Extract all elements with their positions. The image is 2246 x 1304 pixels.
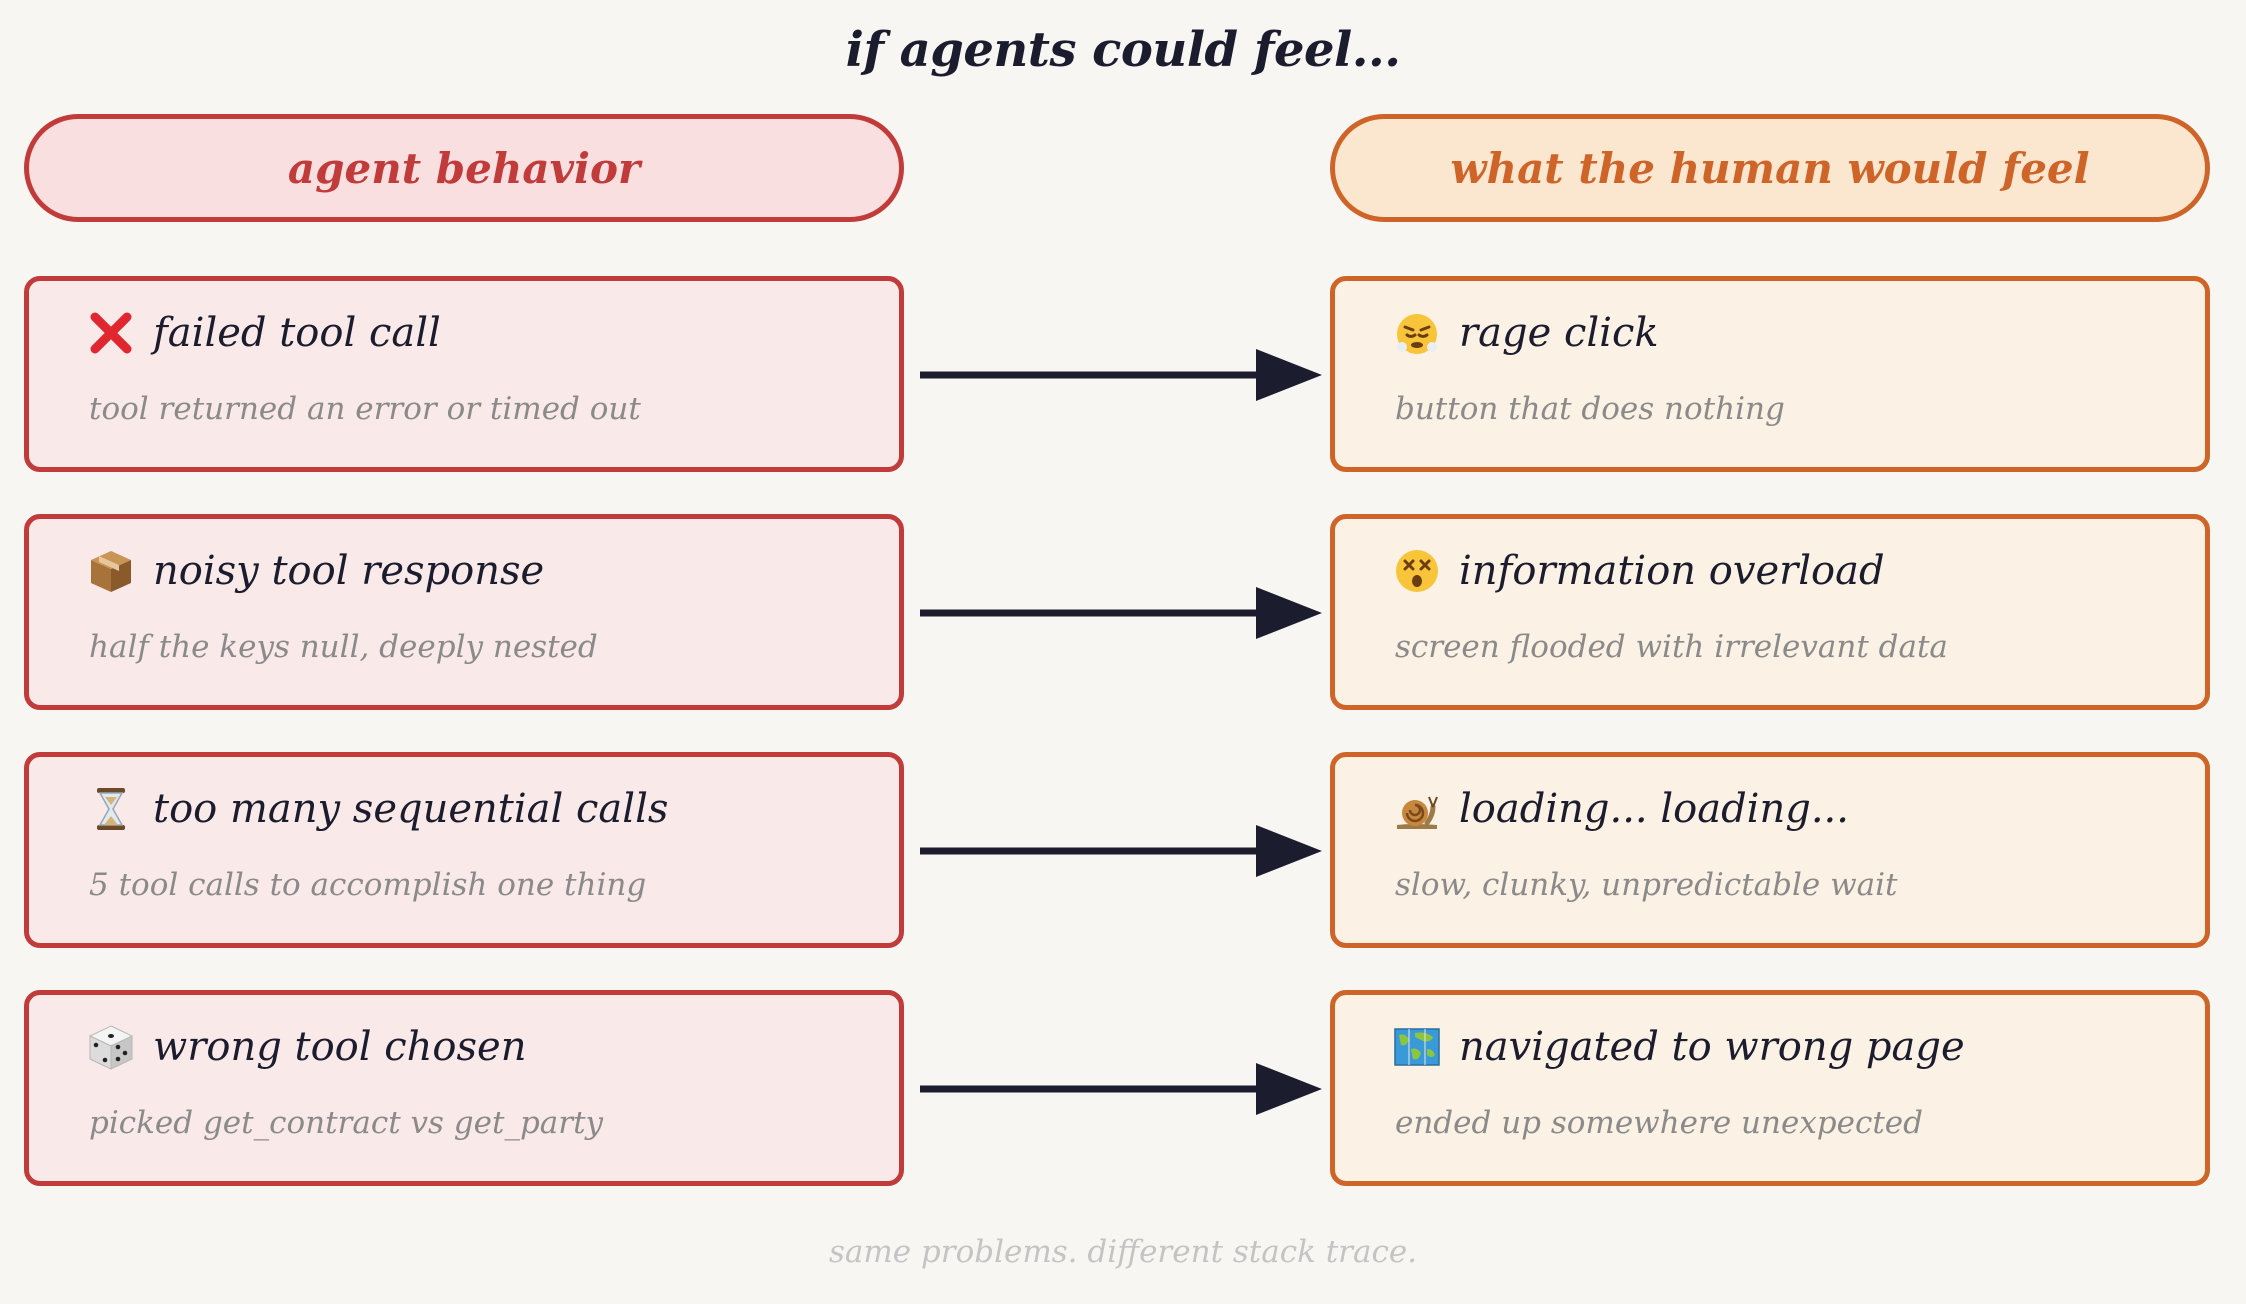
agent-card-title: wrong tool chosen [87,1023,526,1071]
footer-caption: same problems. different stack trace. [828,1234,1418,1270]
agent-card-title: too many sequential calls [87,785,668,833]
human-card-rage-click: rage click button that does nothing [1330,276,2210,472]
agent-card-title-text: failed tool call [153,310,441,356]
human-card-title: information overload [1393,547,1885,595]
snail-icon [1393,785,1441,833]
agent-card-title: noisy tool response [87,547,544,595]
diagram-title: if agents could feel... [845,22,1401,78]
arrow [920,825,1322,877]
agent-card-desc: half the keys null, deeply nested [89,629,598,665]
human-card-navigated-to-wrong-page: navigated to wrong page ended up somewhe… [1330,990,2210,1186]
hourglass-icon [87,785,135,833]
human-card-desc: ended up somewhere unexpected [1395,1105,1923,1141]
arrow [920,1063,1322,1115]
agent-card-noisy-tool-response: noisy tool response half the keys null, … [24,514,904,710]
human-card-title-text: rage click [1459,310,1659,356]
agent-card-desc: tool returned an error or timed out [89,391,641,427]
map-icon [1393,1023,1441,1071]
agent-card-title-text: wrong tool chosen [153,1024,527,1070]
agent-card-title-text: too many sequential calls [153,786,669,832]
human-card-title-text: information overload [1459,548,1885,594]
agent-card-title: failed tool call [87,309,441,357]
human-card-desc: button that does nothing [1395,391,1785,427]
agent-card-wrong-tool-chosen: wrong tool chosen picked get_contract vs… [24,990,904,1186]
dizzy-face-icon [1393,547,1441,595]
human-card-information-overload: information overload screen flooded with… [1330,514,2210,710]
header-human-feeling-label: what the human would feel [1450,143,2090,193]
agent-card-failed-tool-call: failed tool call tool returned an error … [24,276,904,472]
human-card-desc: screen flooded with irrelevant data [1395,629,1948,665]
human-card-title: loading... loading... [1393,785,1849,833]
agent-card-desc: 5 tool calls to accomplish one thing [89,867,647,903]
human-card-title: navigated to wrong page [1393,1023,1965,1071]
human-card-title-text: navigated to wrong page [1459,1024,1965,1070]
human-card-loading: loading... loading... slow, clunky, unpr… [1330,752,2210,948]
agent-card-title-text: noisy tool response [153,548,545,594]
header-human-feeling: what the human would feel [1330,114,2210,222]
human-card-title-text: loading... loading... [1459,786,1849,832]
human-card-desc: slow, clunky, unpredictable wait [1395,867,1898,903]
agent-card-desc: picked get_contract vs get_party [89,1105,604,1141]
package-icon [87,547,135,595]
arrow [920,587,1322,639]
steaming-face-icon [1393,309,1441,357]
cross-mark-icon [87,309,135,357]
agent-card-too-many-sequential-calls: too many sequential calls 5 tool calls t… [24,752,904,948]
human-card-title: rage click [1393,309,1659,357]
header-agent-behavior-label: agent behavior [287,143,641,193]
arrow [920,349,1322,401]
header-agent-behavior: agent behavior [24,114,904,222]
die-icon [87,1023,135,1071]
